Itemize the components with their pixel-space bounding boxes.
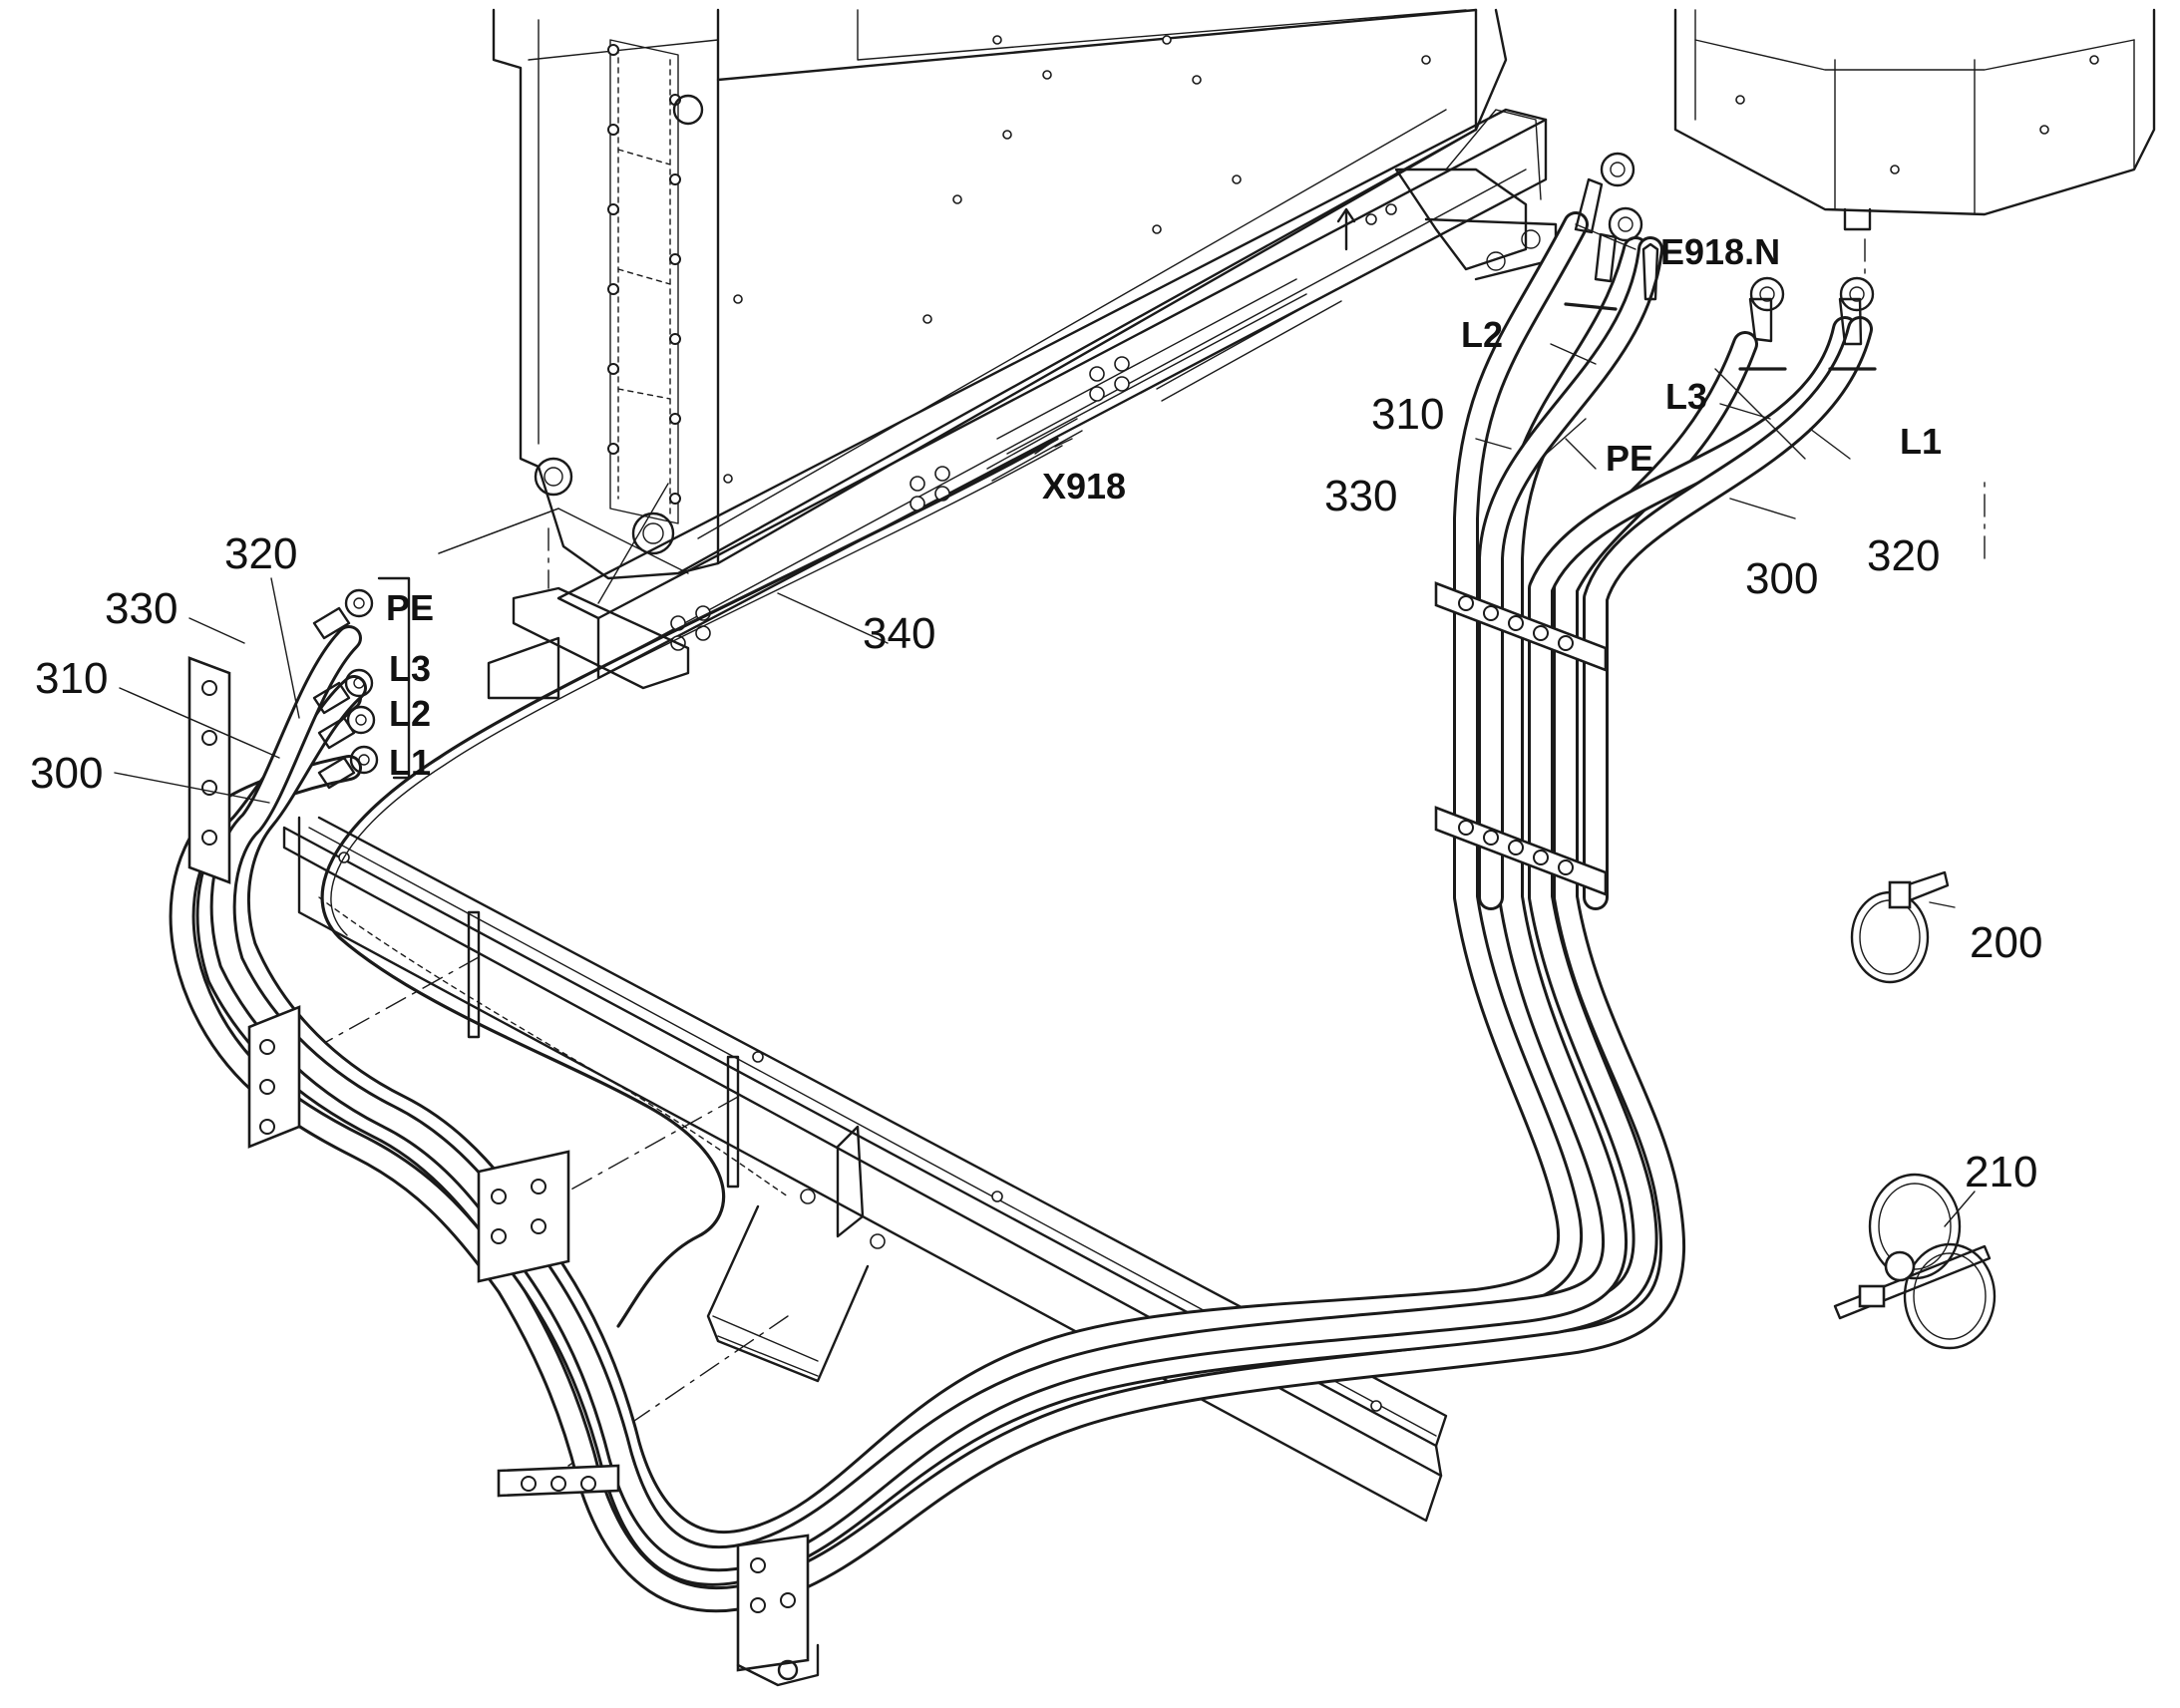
clamp-left-middle (247, 1005, 301, 1149)
clamp-center-upper (477, 1150, 570, 1283)
cable-l1-right (1583, 316, 1873, 910)
label-l3-left: L3 (389, 648, 431, 689)
label-l2-left: L2 (389, 693, 431, 734)
callout-labels: 330 320 310 300 PE L3 L2 L1 X918 340 E91… (30, 231, 2042, 1196)
cable-lugs (312, 152, 1877, 790)
leader-lines (114, 223, 1976, 1227)
label-310-left: 310 (35, 654, 108, 703)
beam-holes (670, 203, 1397, 651)
label-330-right: 330 (1324, 472, 1397, 520)
clamp-right-lower (1434, 806, 1608, 896)
label-340: 340 (863, 609, 935, 658)
clamp-center-lower (497, 1464, 620, 1498)
cable-tie-210 (1833, 1173, 1997, 1350)
power-cable-bundle (169, 211, 1873, 1612)
label-300-right: 300 (1745, 554, 1818, 603)
cabinet (492, 8, 1508, 580)
label-l3-right: L3 (1665, 376, 1707, 417)
label-310-right: 310 (1371, 390, 1444, 439)
label-l1-left: L1 (389, 742, 431, 783)
label-pe-left: PE (386, 587, 434, 628)
right-housing (1673, 8, 2156, 231)
label-210: 210 (1965, 1148, 2037, 1196)
label-e918n: E918.N (1660, 231, 1780, 272)
upper-frame-beam (556, 108, 1558, 680)
label-pe-right: PE (1606, 438, 1653, 479)
label-200: 200 (1970, 918, 2042, 967)
label-330-left: 330 (105, 584, 178, 633)
cable-tie-200 (1850, 870, 1950, 984)
label-l1-right: L1 (1900, 421, 1942, 462)
label-320-left: 320 (224, 529, 297, 578)
label-300-left: 300 (30, 749, 103, 798)
label-320-right: 320 (1867, 531, 1940, 580)
cabinet-door-panel (607, 39, 681, 524)
cable-310 (223, 211, 1589, 1557)
signal-cable-340 (318, 437, 1073, 1328)
clamp-bottom (736, 1534, 820, 1687)
label-x918: X918 (1042, 466, 1126, 507)
clamp-left-upper (187, 656, 231, 884)
left-lugs (312, 588, 379, 790)
clamp-right-upper (1434, 581, 1608, 672)
cable-pe-right (1478, 236, 1663, 910)
cable-clamps (187, 581, 1608, 1687)
label-l2-right: L2 (1461, 314, 1503, 355)
